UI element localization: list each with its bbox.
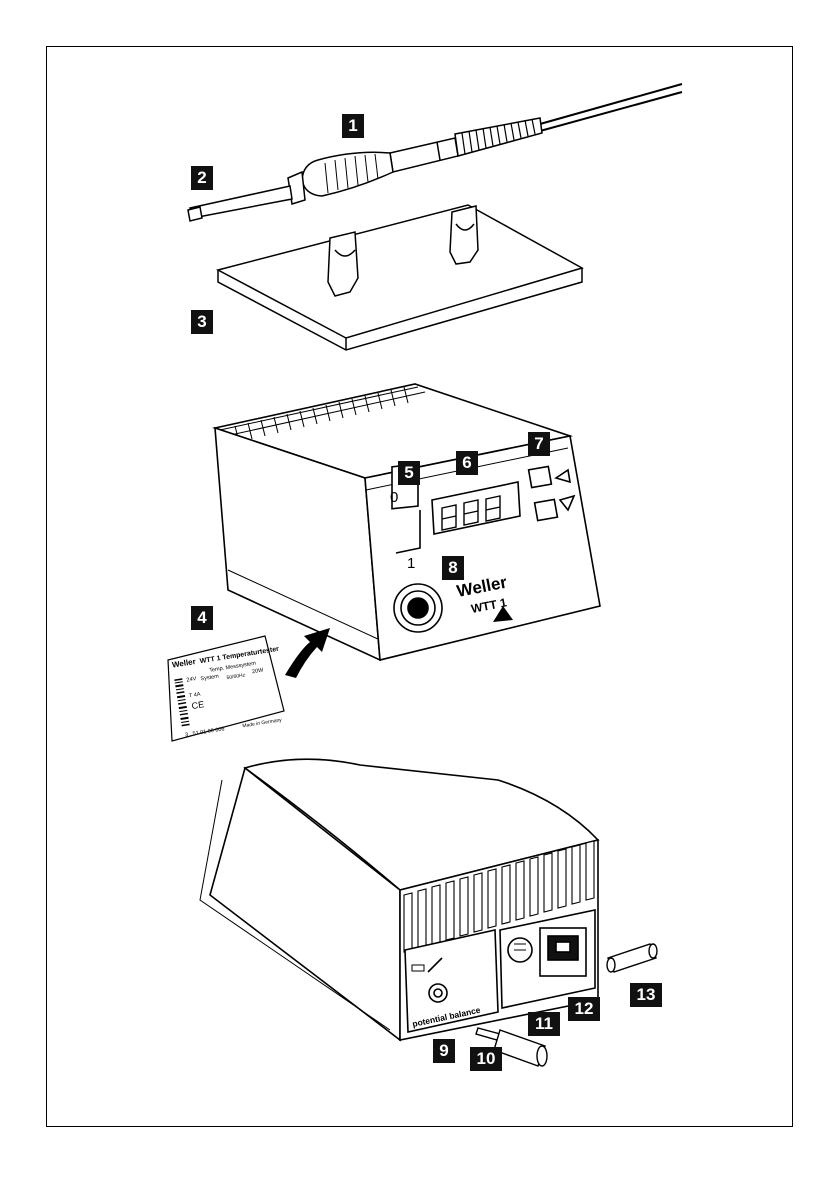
- callout-1: 1: [342, 114, 364, 138]
- callout-7: 7: [528, 432, 550, 456]
- rating-plate-illustration: Weller WTT 1 Temperaturtester Temp. Mess…: [168, 636, 291, 741]
- switch-on-label: 1: [407, 555, 415, 572]
- callout-2: 2: [191, 166, 213, 190]
- switch-off-label: 0: [390, 489, 398, 506]
- callout-5: 5: [398, 461, 420, 485]
- holder-plate-illustration: [218, 205, 582, 350]
- callout-9: 9: [433, 1039, 455, 1063]
- callout-4: 4: [191, 606, 213, 630]
- fuse-illustration: [607, 944, 657, 972]
- callout-6: 6: [456, 451, 478, 475]
- attach-arrow: [285, 628, 330, 678]
- callout-8: 8: [442, 556, 464, 580]
- rear-station-illustration: [200, 759, 598, 1040]
- callout-13: 13: [630, 983, 662, 1007]
- soldering-iron-illustration: [188, 84, 682, 221]
- callout-12: 12: [568, 997, 600, 1021]
- callout-11: 11: [528, 1012, 560, 1036]
- control-station-illustration: [215, 384, 600, 660]
- plate-ce: CE: [191, 699, 205, 711]
- callout-3: 3: [191, 310, 213, 334]
- callout-10: 10: [470, 1047, 502, 1071]
